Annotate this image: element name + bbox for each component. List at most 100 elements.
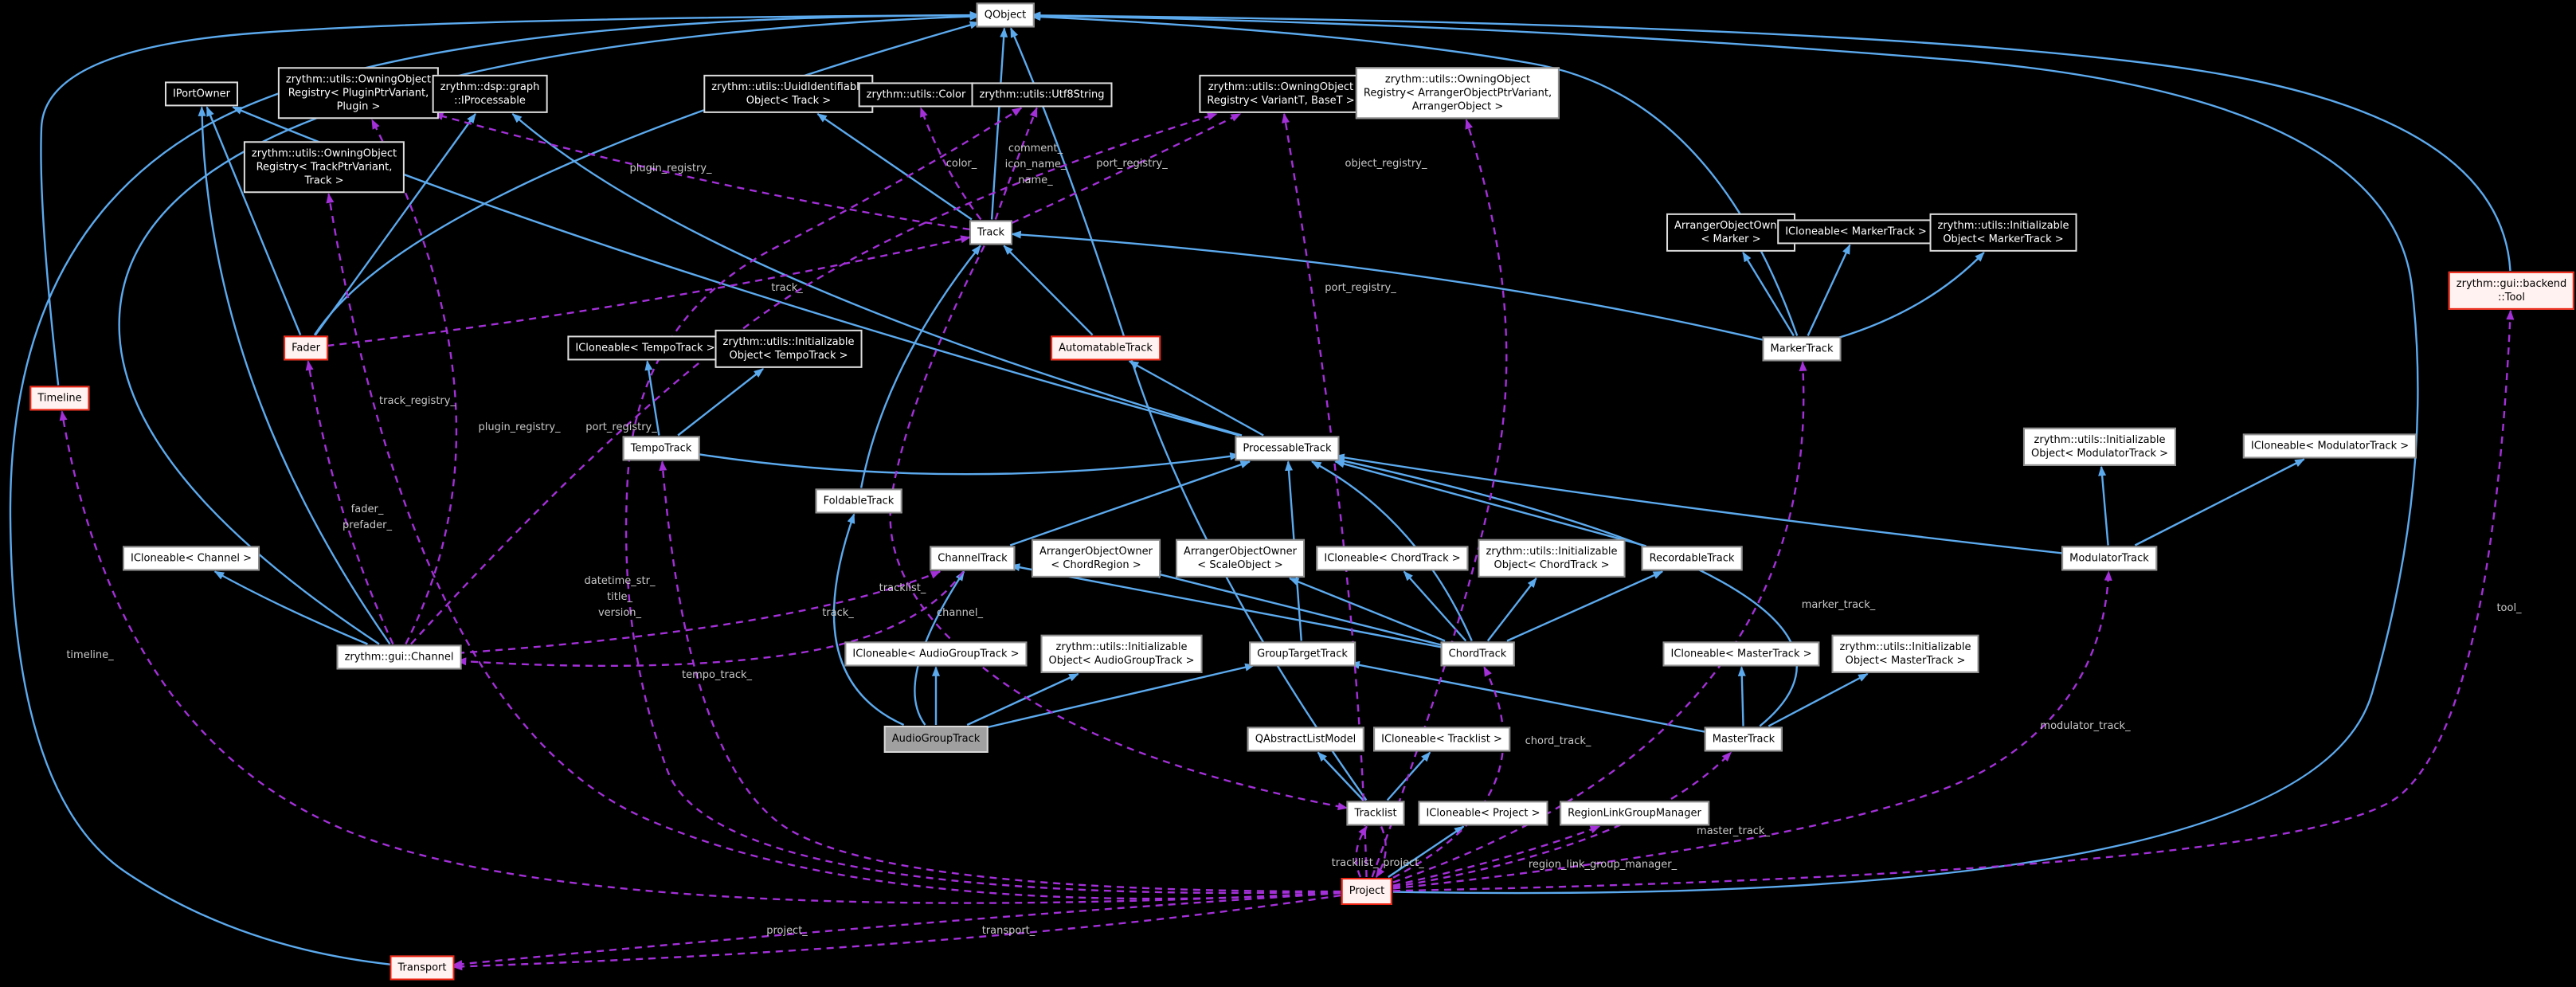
edge-label-tracklist_: tracklist_ (1331, 856, 1379, 869)
node-color[interactable]: zrythm::utils::Color (858, 82, 974, 108)
node-channeltrack[interactable]: ChannelTrack (930, 546, 1016, 571)
node-reg_arranger[interactable]: zrythm::utils::OwningObject Registry< Ar… (1355, 67, 1560, 119)
inheritance-edge-automatable-track (1003, 245, 1094, 336)
node-utf8[interactable]: zrythm::utils::Utf8String (971, 82, 1113, 108)
usage-edge-project-reg_arranger (1371, 119, 1508, 878)
node-region_link[interactable]: RegionLinkGroupManager (1560, 801, 1709, 826)
inheritance-edge-channel-iportowner (198, 106, 391, 645)
inheritance-edge-markertrack-track (1011, 230, 1767, 342)
inheritance-edge-channel-qobject (118, 12, 981, 645)
node-recordable[interactable]: RecordableTrack (1641, 546, 1743, 571)
node-init_audiogroup[interactable]: zrythm::utils::Initializable Object< Aud… (1040, 634, 1203, 674)
inheritance-edge-processable-automatable (1128, 360, 1264, 437)
node-iclone_audiogroup[interactable]: ICloneable< AudioGroupTrack > (844, 641, 1028, 667)
node-channel[interactable]: zrythm::gui::Channel (336, 644, 462, 670)
node-iproc[interactable]: zrythm::dsp::graph ::IProcessable (432, 74, 548, 114)
node-iclone_marker[interactable]: ICloneable< MarkerTrack > (1777, 219, 1935, 245)
node-iclone_channel[interactable]: ICloneable< Channel > (123, 546, 260, 571)
usage-edge-track-color (919, 107, 982, 221)
edge-label-timeline_: timeline_ (66, 648, 114, 661)
edge-label-port_registry_: port_registry_ (1325, 281, 1396, 294)
node-tracklist[interactable]: Tracklist (1346, 801, 1405, 826)
node-iclone_project[interactable]: ICloneable< Project > (1418, 801, 1548, 826)
inheritance-edge-foldable-track (859, 245, 981, 488)
usage-edge-project-region_link (1392, 825, 1601, 887)
node-init_modulator[interactable]: zrythm::utils::Initializable Object< Mod… (2022, 427, 2177, 467)
usage-edge-channel-reg_variant (410, 112, 1218, 645)
inheritance-edge-mastertrack-grouptarget (1349, 660, 1709, 734)
inheritance-edge-timeline-qobject (40, 11, 981, 386)
inheritance-edge-chordtrack-iclone_chord (1403, 570, 1467, 642)
inheritance-edge-track-qobject (990, 27, 1008, 220)
usage-edge-project-modulatortrack (1392, 570, 2112, 890)
inheritance-edge-markertrack-iclone_marker (1807, 244, 1851, 337)
node-init_marker[interactable]: zrythm::utils::Initializable Object< Mar… (1929, 213, 2077, 253)
node-iclone_master[interactable]: ICloneable< MasterTrack > (1662, 641, 1820, 667)
node-init_chord[interactable]: zrythm::utils::Initializable Object< Cho… (1478, 539, 1626, 578)
node-processable[interactable]: ProcessableTrack (1235, 436, 1340, 461)
inheritance-edge-tempotrack-iclone_tempo (644, 360, 660, 436)
usage-edge-channel-channeltrack (456, 570, 942, 655)
node-chordtrack[interactable]: ChordTrack (1440, 641, 1515, 667)
edge-label-port_registry_: port_registry_ (1096, 157, 1168, 170)
node-grouptarget[interactable]: GroupTargetTrack (1249, 641, 1356, 667)
usage-edge-track-utf8 (994, 107, 1038, 220)
node-aoo_chordregion[interactable]: ArrangerObjectOwner < ChordRegion > (1032, 539, 1161, 578)
usage-edge-project-utf8 (624, 107, 1341, 895)
node-markertrack[interactable]: MarkerTrack (1762, 336, 1842, 362)
usage-edge-channeltrack-channel (456, 570, 965, 668)
node-timeline[interactable]: Timeline (29, 386, 90, 411)
inheritance-edge-chordtrack-init_chord (1486, 578, 1537, 642)
node-iclone_tempo[interactable]: ICloneable< TempoTrack > (567, 335, 723, 361)
node-reg_trackvar[interactable]: zrythm::utils::OwningObject Registry< Tr… (243, 141, 405, 194)
edge-label-transport_: transport_ (981, 924, 1035, 937)
node-init_master[interactable]: zrythm::utils::Initializable Object< Mas… (1831, 634, 1979, 674)
node-tool[interactable]: zrythm::gui::backend ::Tool (2448, 271, 2575, 311)
inheritance-edge-project-iclone_project (1388, 825, 1465, 878)
node-iclone_modulator[interactable]: ICloneable< ModulatorTrack > (2242, 433, 2417, 459)
node-aoo_scaleobject[interactable]: ArrangerObjectOwner < ScaleObject > (1176, 539, 1305, 578)
node-init_tempo[interactable]: zrythm::utils::Initializable Object< Tem… (714, 329, 863, 369)
usage-edge-project-reg_trackvar (326, 193, 1341, 900)
node-reg_variant[interactable]: zrythm::utils::OwningObject Registry< Va… (1199, 74, 1363, 114)
node-iportowner[interactable]: IPortOwner (164, 81, 239, 107)
node-aoo_marker[interactable]: ArrangerObjectOwner < Marker > (1666, 213, 1795, 253)
edge-label-fader_: fader_ prefader_ (343, 503, 392, 531)
node-iclone_tracklist[interactable]: ICloneable< Tracklist > (1373, 727, 1510, 752)
node-qobject[interactable]: QObject (976, 2, 1035, 28)
usage-edge-project-mastertrack (1392, 751, 1732, 888)
edge-label-datetime_str_: datetime_str_ title_ version_ (584, 574, 656, 620)
inheritance-edge-markertrack-qobject (1030, 13, 1799, 336)
node-transport[interactable]: Transport (390, 955, 455, 981)
node-track[interactable]: Track (969, 220, 1013, 245)
node-tempotrack[interactable]: TempoTrack (622, 436, 700, 461)
node-mastertrack[interactable]: MasterTrack (1704, 727, 1783, 752)
inheritance-edge-mastertrack-processable (1334, 456, 1798, 727)
usage-edge-fader-track (327, 235, 971, 347)
inheritance-edge-mastertrack-init_master (1768, 672, 1869, 727)
usage-edge-project-chordtrack (1392, 666, 1505, 879)
edge-label-tracklist_: tracklist_ (879, 582, 926, 594)
node-modulatortrack[interactable]: ModulatorTrack (2061, 546, 2157, 571)
node-project[interactable]: Project (1341, 878, 1393, 905)
usage-edge-project-tool (1392, 309, 2515, 892)
node-iclone_chord[interactable]: ICloneable< ChordTrack > (1316, 546, 1469, 571)
edge-label-marker_track_: marker_track_ (1801, 598, 1876, 611)
inheritance-edge-modulatortrack-init_modulator (2098, 465, 2109, 546)
inheritance-edge-transport-qobject (9, 11, 981, 965)
edge-label-region_link_group_manager_: region_link_group_manager_ (1528, 858, 1678, 871)
node-reg_plugin[interactable]: zrythm::utils::OwningObject Registry< Pl… (277, 67, 440, 119)
usage-edge-project-tracklist (1355, 825, 1368, 878)
node-uuid_track[interactable]: zrythm::utils::UuidIdentifiable Object< … (703, 74, 874, 114)
edge-label-tempo_track_: tempo_track_ (681, 668, 753, 681)
edge-label-plugin_registry_: plugin_registry_ (478, 421, 561, 433)
inheritance-edge-project-qobject (1030, 11, 2419, 895)
inheritance-edge-chordtrack-channeltrack (1009, 563, 1445, 649)
node-qalm[interactable]: QAbstractListModel (1247, 727, 1364, 752)
usage-edge-project-reg_variant (1282, 112, 1368, 878)
node-foldable[interactable]: FoldableTrack (815, 488, 902, 514)
node-fader[interactable]: Fader (284, 335, 328, 361)
inheritance-edge-chordtrack-recordable (1506, 570, 1664, 642)
node-automatable[interactable]: AutomatableTrack (1051, 335, 1161, 361)
